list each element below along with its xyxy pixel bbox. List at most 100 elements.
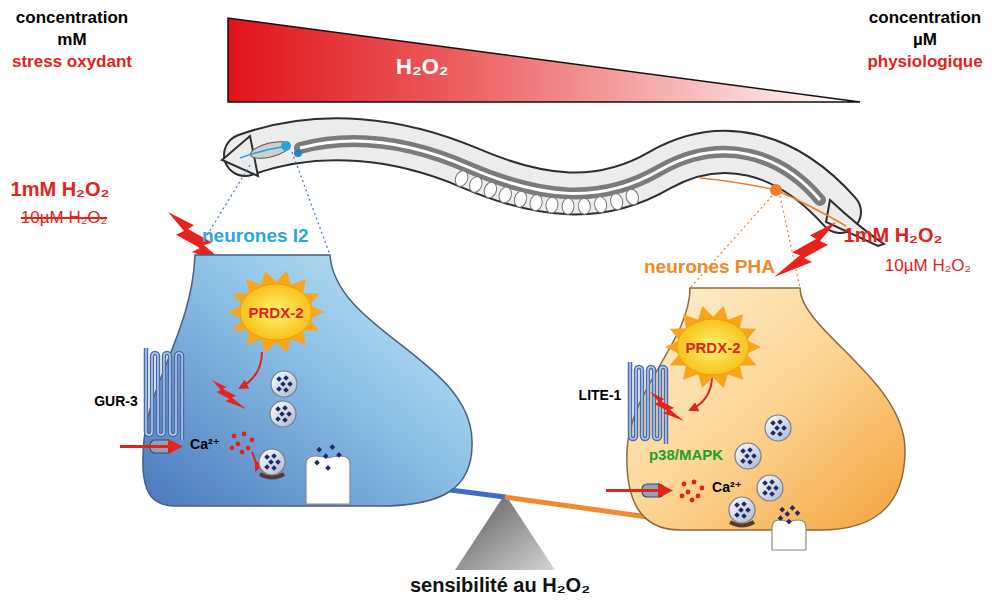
receptor-name: GUR-3 xyxy=(94,393,138,409)
ion-label: Ca²⁺ xyxy=(190,436,220,452)
egg xyxy=(593,196,607,214)
egg xyxy=(482,180,499,199)
neurotransmitter xyxy=(769,479,775,485)
neurotransmitter xyxy=(770,420,776,426)
detail-group xyxy=(120,348,350,504)
worm-body xyxy=(245,139,840,212)
neurotransmitter xyxy=(777,431,783,437)
cell-details xyxy=(620,288,910,538)
neuron-pha-membrane xyxy=(627,288,905,530)
neurotransmitter xyxy=(276,376,282,382)
neurotransmitter xyxy=(751,453,757,459)
detail-group xyxy=(606,362,806,550)
neuron-process xyxy=(240,147,282,158)
neuron-soma xyxy=(281,141,291,151)
label-holder: 10µM H₂O₂ xyxy=(885,256,971,276)
seesaw-fulcrum xyxy=(455,494,555,570)
sun-disc xyxy=(240,284,312,340)
neurotransmitter xyxy=(779,507,785,513)
neurotransmitter xyxy=(282,417,288,423)
label-holder: concentration xyxy=(869,8,981,28)
calcium-ion xyxy=(682,482,687,487)
lightning-bolt xyxy=(774,222,836,277)
worm-intestine xyxy=(300,141,820,200)
egg xyxy=(453,169,470,188)
calcium-ion xyxy=(246,446,251,451)
neurotransmitter xyxy=(275,406,281,412)
egg xyxy=(529,194,544,212)
vesicle xyxy=(270,401,296,427)
text-holder: PRDX-2 xyxy=(248,304,303,322)
unit-label: µM xyxy=(913,30,937,49)
label-holder: 1mM H₂O₂ xyxy=(844,224,943,247)
neuron-name: neurones PHA xyxy=(644,256,775,277)
neurotransmitter xyxy=(264,454,270,460)
neurotransmitter xyxy=(734,512,740,518)
neurotransmitter xyxy=(774,425,780,431)
label-holder: Ca²⁺ xyxy=(712,478,742,496)
neurotransmitter xyxy=(314,460,320,466)
neurotransmitter xyxy=(275,459,281,465)
neurotransmitter xyxy=(769,491,775,497)
calcium-influx-arrow xyxy=(606,489,670,492)
sun-disc xyxy=(677,319,749,375)
node-shape xyxy=(228,18,860,102)
neurotransmitter xyxy=(740,458,746,464)
molecule-label: H₂O₂ xyxy=(396,54,449,79)
neurotransmitter xyxy=(773,485,779,491)
kinase-label: p38/MAPK xyxy=(649,446,723,463)
calcium-ion xyxy=(230,446,235,451)
label-holder: stress oxydant xyxy=(12,52,132,72)
cell-details xyxy=(140,255,480,507)
neurotransmitter xyxy=(336,452,342,458)
lightning-bolt xyxy=(212,380,246,409)
text-holder: neurones PHA xyxy=(644,256,775,278)
worm-outline xyxy=(245,139,840,212)
seesaw-beam-pha xyxy=(505,497,655,518)
sun-rays xyxy=(665,306,761,388)
egg xyxy=(545,196,559,213)
condition-label: physiologique xyxy=(867,52,982,71)
label-holder: 10µM H₂O₂ xyxy=(21,208,107,228)
neurotransmitter xyxy=(325,465,331,471)
gradient-triangle xyxy=(228,18,860,102)
worm-guide xyxy=(245,139,840,212)
shape-group xyxy=(143,255,472,506)
neurotransmitter xyxy=(271,465,277,471)
prdx2-sun: PRDX-2 xyxy=(665,305,761,389)
neurotransmitter xyxy=(781,425,787,431)
postsynaptic-terminal xyxy=(306,456,350,504)
egg xyxy=(513,190,529,208)
neurotransmitter xyxy=(283,387,289,393)
neuron-name: neurones I2 xyxy=(202,225,309,246)
neurotransmitter xyxy=(762,490,768,496)
shape-group xyxy=(627,288,905,530)
sun-rays xyxy=(228,271,324,353)
calcium-influx-arrow xyxy=(120,445,180,448)
label-holder: GUR-3 xyxy=(94,392,138,410)
dose-label: 1mM H₂O₂ xyxy=(11,178,110,200)
calcium-ion xyxy=(240,450,245,455)
worm-lumen xyxy=(300,141,820,200)
vesicle xyxy=(259,449,285,475)
label-holder: Ca²⁺ xyxy=(190,435,220,453)
ion-label: Ca²⁺ xyxy=(712,479,742,495)
scale-label: concentration xyxy=(16,8,128,27)
postsynaptic-terminal xyxy=(772,520,806,550)
neurotransmitter xyxy=(280,381,286,387)
calcium-ion xyxy=(690,498,695,503)
neuron-i2-cell: neurones I2PRDX-2 xyxy=(140,255,480,507)
neurotransmitter xyxy=(323,453,329,459)
text-holder: H₂O₂ xyxy=(396,54,449,79)
calcium-ion xyxy=(250,438,255,443)
prdx2-sun: PRDX-2 xyxy=(228,270,324,354)
label-holder: physiologique xyxy=(867,52,982,72)
neurotransmitter xyxy=(784,511,790,517)
vesicle xyxy=(765,415,791,441)
concentration-gradient-triangle: H₂O₂ xyxy=(228,18,860,102)
activation-arrow xyxy=(240,352,262,388)
zoom-line xyxy=(780,196,800,288)
text-holder: neurones I2 xyxy=(202,225,309,247)
receptor-gpcr xyxy=(146,348,182,440)
calcium-ion xyxy=(232,434,237,439)
